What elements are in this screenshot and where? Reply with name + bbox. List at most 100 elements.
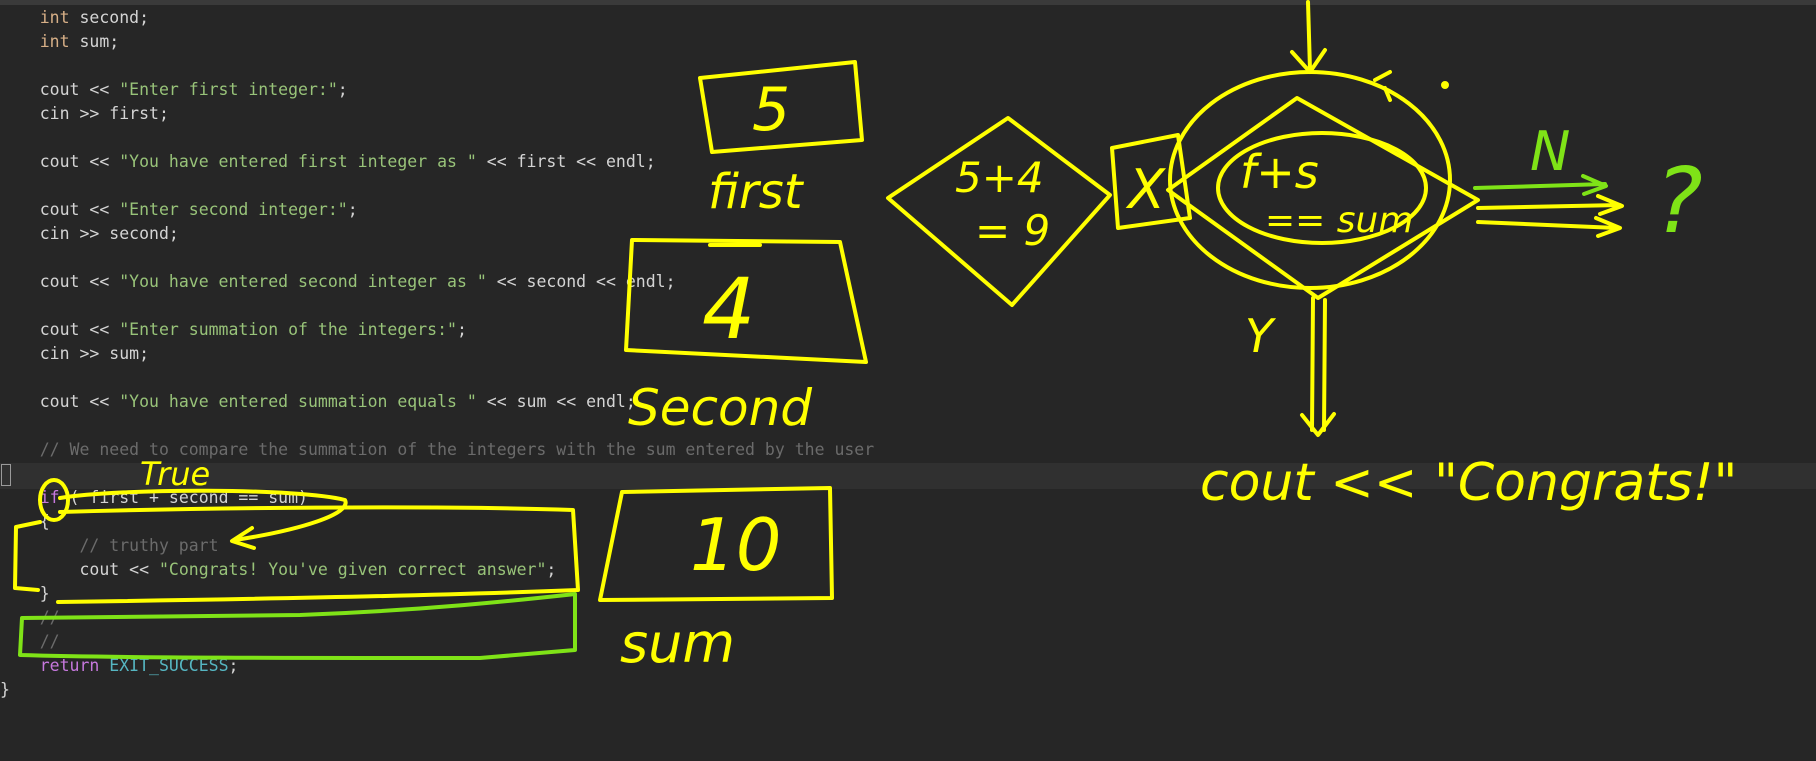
code-token: second; (69, 8, 150, 27)
code-token: // (0, 608, 60, 627)
code-token: ; (546, 560, 557, 579)
code-token: // (0, 632, 60, 651)
code-line[interactable]: cin >> first; (0, 102, 169, 126)
left-diamond-text-2: = 9 (975, 206, 1050, 255)
code-line[interactable]: cout << "You have entered first integer … (0, 150, 656, 174)
condition-ellipse (1216, 131, 1428, 245)
code-token: cout << (0, 200, 120, 219)
second-box-value: 4 (702, 260, 755, 358)
code-line[interactable]: cout << "You have entered summation equa… (0, 390, 636, 414)
code-line[interactable]: cout << "Congrats! You've given correct … (0, 558, 556, 582)
code-token: << sum << endl; (476, 392, 636, 411)
code-line[interactable]: { (0, 510, 50, 534)
code-token: "You have entered summation equals " (119, 392, 477, 411)
code-token: ; (337, 80, 348, 99)
first-box-value: 5 (752, 75, 790, 145)
code-token (0, 8, 40, 27)
top-arrow (1290, 0, 1327, 74)
no-arrow-2 (1476, 216, 1622, 238)
code-token (0, 32, 40, 51)
decision-circle (1168, 70, 1452, 290)
no-label: N (1530, 120, 1570, 183)
no-arrow-1 (1476, 194, 1624, 216)
code-token: cin >> first; (0, 104, 169, 123)
code-token: << second << endl; (486, 272, 676, 291)
code-token: "Congrats! You've given correct answer" (158, 560, 547, 579)
left-diamond-text-1: 5+4 (955, 153, 1044, 202)
code-token: cin >> sum; (0, 344, 150, 363)
right-diamond (1166, 96, 1480, 300)
code-token: ( first + second == sum) (59, 488, 308, 507)
code-line[interactable]: cout << "You have entered second integer… (0, 270, 676, 294)
code-line[interactable]: } (0, 582, 50, 606)
code-token: // We need to compare the summation of t… (0, 440, 875, 459)
editor-top-bar (0, 0, 1816, 5)
code-token (0, 656, 40, 675)
code-token: "Enter summation of the integers:" (119, 320, 457, 339)
code-token: "You have entered first integer as " (119, 152, 477, 171)
code-token: cout << (0, 272, 120, 291)
question-mark: ? (1655, 149, 1703, 254)
code-token: int (39, 32, 70, 51)
code-token: cin >> second; (0, 224, 179, 243)
code-line[interactable]: return EXIT_SUCCESS; (0, 654, 239, 678)
first-box (698, 60, 864, 154)
sum-box (598, 486, 834, 602)
code-token: sum; (69, 32, 120, 51)
code-token: ; (228, 656, 239, 675)
green-box (18, 592, 577, 660)
condition-arrowhead (230, 526, 256, 550)
code-token: cout << (0, 80, 120, 99)
code-line[interactable]: } (0, 678, 10, 702)
code-token: { (0, 512, 50, 531)
code-token: cout << (0, 320, 120, 339)
code-line[interactable]: // truthy part (0, 534, 219, 558)
code-token: ; (456, 320, 467, 339)
sum-box-value: 10 (690, 503, 782, 587)
current-line-highlight (0, 463, 1816, 489)
code-token: if (39, 488, 60, 507)
first-label: first (708, 164, 805, 220)
no-green-arrow (1473, 174, 1608, 196)
code-token: EXIT_SUCCESS (109, 656, 229, 675)
code-token: cout << (0, 560, 159, 579)
code-token: "You have entered second integer as " (119, 272, 487, 291)
code-line[interactable]: int second; (0, 6, 149, 30)
code-line[interactable]: cout << "Enter first integer:"; (0, 78, 348, 102)
yes-arrow (1300, 296, 1336, 437)
code-line[interactable]: cout << "Enter second integer:"; (0, 198, 358, 222)
crossed-box-mark: X (1125, 158, 1166, 221)
right-diamond-text-2: == sum (1265, 200, 1413, 241)
code-line[interactable]: // (0, 630, 60, 654)
code-line[interactable]: cin >> second; (0, 222, 179, 246)
code-line[interactable]: cout << "Enter summation of the integers… (0, 318, 467, 342)
code-line[interactable]: int sum; (0, 30, 119, 54)
code-line[interactable]: // We need to compare the summation of t… (0, 438, 874, 462)
code-line[interactable]: // (0, 606, 60, 630)
right-diamond-text-1: f+s (1240, 145, 1319, 199)
code-token: "Enter second integer:" (119, 200, 348, 219)
second-box (624, 238, 868, 364)
text-cursor[interactable] (1, 464, 11, 486)
code-token (99, 656, 109, 675)
second-label: Second (628, 379, 812, 437)
sum-label: sum (620, 612, 735, 675)
code-token: } (0, 680, 10, 699)
code-line[interactable]: if ( first + second == sum) (0, 486, 308, 510)
code-token: << first << endl; (476, 152, 656, 171)
code-token: } (0, 584, 50, 603)
yes-label: Y (1245, 309, 1277, 363)
code-line[interactable]: cin >> sum; (0, 342, 149, 366)
code-token: // truthy part (0, 536, 219, 555)
code-token: "Enter first integer:" (119, 80, 338, 99)
code-token: cout << (0, 392, 120, 411)
code-token: return (39, 656, 100, 675)
crossed-box (1110, 133, 1192, 230)
code-token: cout << (0, 152, 120, 171)
code-token: ; (347, 200, 358, 219)
code-token (0, 488, 40, 507)
code-token: int (39, 8, 70, 27)
left-diamond (886, 116, 1112, 307)
